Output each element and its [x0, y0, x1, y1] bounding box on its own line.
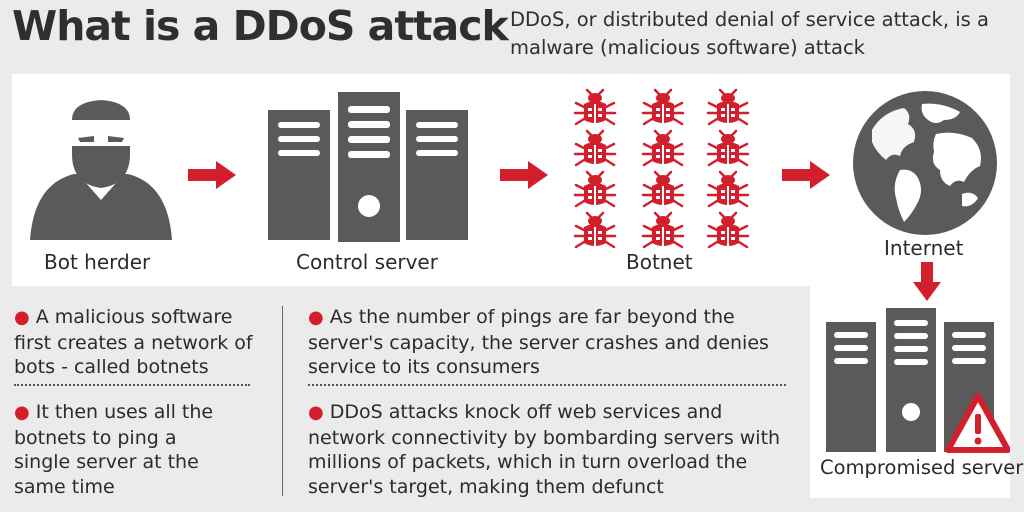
bug-icon	[641, 88, 685, 126]
bullet-dot: ●	[14, 307, 30, 328]
compromised-server-label: Compromised server	[820, 456, 1024, 479]
bullet-right-1: ● As the number of pings are far beyond …	[308, 305, 798, 380]
bullet-dot: ●	[14, 402, 30, 423]
bullet-text: DDoS attacks knock off web services and …	[308, 401, 781, 498]
server-icon	[268, 92, 468, 242]
divider	[308, 384, 786, 386]
arrow-right-icon	[188, 161, 236, 189]
bullet-dot: ●	[308, 402, 324, 423]
bug-icon	[573, 211, 617, 249]
bullet-dot: ●	[308, 307, 324, 328]
hooded-hacker-icon	[30, 100, 172, 240]
bug-icon	[641, 211, 685, 249]
globe-icon	[853, 91, 997, 235]
bug-icon	[573, 88, 617, 126]
arrow-right-icon	[500, 161, 548, 189]
page-subtitle: DDoS, or distributed denial of service a…	[510, 8, 989, 59]
bullet-right-2: ● DDoS attacks knock off web services an…	[308, 400, 798, 499]
warning-icon	[945, 393, 1010, 453]
bug-icon	[641, 129, 685, 167]
botnet-icon-grid	[573, 88, 750, 249]
page-title: What is a DDoS attack	[12, 2, 509, 50]
server-warning-icon	[826, 308, 1010, 453]
arrow-down-icon	[913, 262, 941, 301]
control-server-label: Control server	[296, 250, 438, 274]
bullet-text: It then uses all the botnets to ping a s…	[14, 401, 214, 498]
internet-label: Internet	[884, 236, 964, 260]
bug-icon	[706, 88, 750, 126]
bug-icon	[641, 170, 685, 208]
bug-icon	[573, 170, 617, 208]
bullet-left-1: ● A malicious software first creates a n…	[14, 305, 254, 380]
bullet-text: As the number of pings are far beyond th…	[308, 306, 769, 378]
bullet-text: A malicious software first creates a net…	[14, 306, 253, 378]
divider	[14, 384, 250, 386]
bug-icon	[706, 170, 750, 208]
bug-icon	[573, 129, 617, 167]
bot-herder-label: Bot herder	[44, 250, 151, 274]
column-divider	[282, 306, 283, 496]
botnet-label: Botnet	[626, 250, 693, 274]
bug-icon	[706, 129, 750, 167]
arrow-right-icon	[782, 161, 830, 189]
bullet-left-2: ● It then uses all the botnets to ping a…	[14, 400, 224, 499]
bug-icon	[706, 211, 750, 249]
